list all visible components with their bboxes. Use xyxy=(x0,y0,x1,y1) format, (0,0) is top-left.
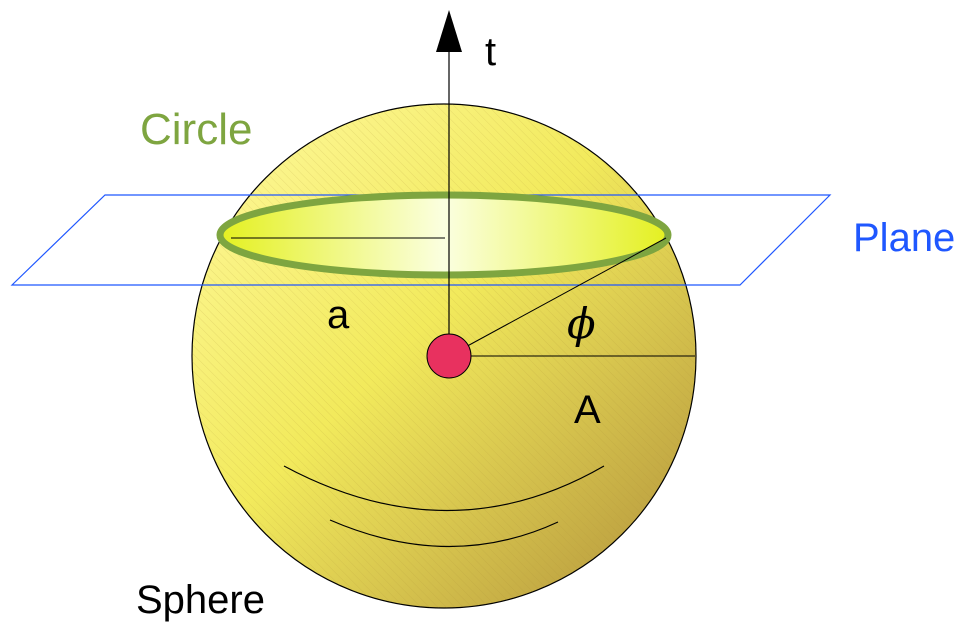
sphere-arc-outer xyxy=(283,465,605,511)
sphere-label: Sphere xyxy=(136,578,265,622)
circle-disk xyxy=(216,191,672,279)
circle-label: Circle xyxy=(140,105,253,154)
plane-shape xyxy=(10,194,832,286)
t-axis-arrowhead xyxy=(436,10,462,52)
sphere-arc-inner xyxy=(329,519,559,548)
center-point xyxy=(426,333,472,379)
angle-phi-label: ϕ xyxy=(567,299,596,348)
radius-to-circle-line xyxy=(448,237,667,357)
t-axis-label: t xyxy=(485,30,497,74)
radius-A-label: A xyxy=(574,388,601,432)
plane-label: Plane xyxy=(853,216,956,260)
radius-a-label: a xyxy=(327,293,350,337)
